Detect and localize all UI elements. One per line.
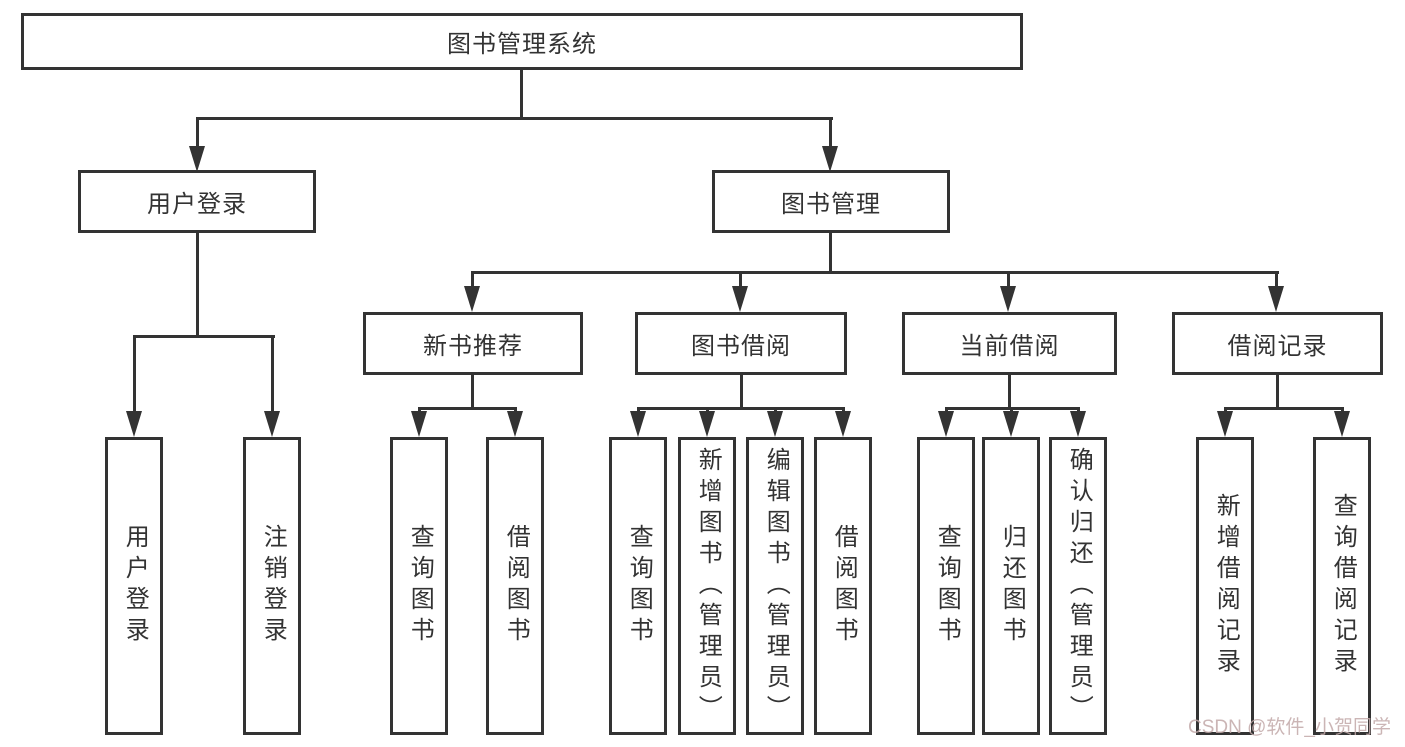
leaf-node-borrow-books: 借阅图书	[814, 437, 872, 735]
connector-line	[133, 335, 136, 415]
connector-line	[739, 271, 742, 290]
leaf-label: 注销登录	[259, 524, 287, 648]
node-label: 借阅记录	[1227, 333, 1328, 360]
leaf-label: 查询图书	[625, 524, 653, 648]
leaf-node-return-books: 归还图书	[982, 437, 1040, 735]
node-current-borrowing: 当前借阅	[902, 312, 1117, 375]
arrowhead-down-icon	[767, 411, 783, 437]
arrowhead-down-icon	[732, 286, 748, 312]
arrowhead-down-icon	[1334, 411, 1350, 437]
leaf-node-query-borrow-record: 查询借阅记录	[1313, 437, 1371, 735]
connector-line	[471, 271, 1279, 274]
arrowhead-down-icon	[938, 411, 954, 437]
leaf-label: 归还图书	[998, 524, 1026, 648]
leaf-label: 查询借阅记录	[1329, 493, 1357, 679]
connector-line	[418, 407, 517, 410]
arrowhead-down-icon	[1217, 411, 1233, 437]
arrowhead-down-icon	[822, 146, 838, 172]
node-book-management: 图书管理	[712, 170, 950, 233]
leaf-node-borrow-books-recommend: 借阅图书	[486, 437, 544, 735]
connector-line	[471, 375, 474, 410]
node-root-library-system: 图书管理系统	[21, 13, 1023, 70]
leaf-label: 新增借阅记录	[1212, 493, 1240, 679]
arrowhead-down-icon	[1268, 286, 1284, 312]
node-label: 用户登录	[147, 191, 247, 218]
leaf-node-add-borrow-record: 新增借阅记录	[1196, 437, 1254, 735]
node-label: 图书管理	[781, 191, 881, 218]
connector-line	[196, 233, 199, 336]
arrowhead-down-icon	[189, 146, 205, 172]
connector-line	[1275, 271, 1278, 290]
node-new-book-recommend: 新书推荐	[363, 312, 583, 375]
node-label: 新书推荐	[423, 333, 523, 360]
leaf-label: 查询图书	[933, 524, 961, 648]
leaf-node-confirm-return-admin: 确认归还（管理员）	[1049, 437, 1107, 735]
connector-line	[829, 233, 832, 272]
connector-line	[637, 407, 845, 410]
leaf-node-logout: 注销登录	[243, 437, 301, 735]
leaf-node-query-books-borrowing: 查询图书	[609, 437, 667, 735]
connector-line	[196, 117, 199, 151]
node-label: 图书管理系统	[447, 31, 597, 58]
connector-line	[740, 375, 743, 410]
arrowhead-down-icon	[126, 411, 142, 437]
arrowhead-down-icon	[464, 286, 480, 312]
arrowhead-down-icon	[1000, 286, 1016, 312]
arrowhead-down-icon	[1003, 411, 1019, 437]
leaf-label: 借阅图书	[502, 524, 530, 648]
node-label: 图书借阅	[691, 333, 791, 360]
arrowhead-down-icon	[1070, 411, 1086, 437]
arrowhead-down-icon	[264, 411, 280, 437]
node-user-login: 用户登录	[78, 170, 316, 233]
connector-line	[1276, 375, 1279, 410]
node-book-borrowing: 图书借阅	[635, 312, 847, 375]
leaf-node-edit-books-admin: 编辑图书（管理员）	[746, 437, 804, 735]
connector-line	[133, 335, 275, 338]
leaf-label: 新增图书（管理员）	[694, 446, 722, 726]
connector-line	[1007, 271, 1010, 290]
leaf-label: 查询图书	[406, 524, 434, 648]
leaf-label: 编辑图书（管理员）	[762, 446, 790, 726]
leaf-node-query-books-current: 查询图书	[917, 437, 975, 735]
arrowhead-down-icon	[835, 411, 851, 437]
leaf-node-query-books-recommend: 查询图书	[390, 437, 448, 735]
node-label: 当前借阅	[959, 333, 1060, 360]
connector-line	[520, 69, 523, 120]
connector-line	[1224, 407, 1344, 410]
arrowhead-down-icon	[507, 411, 523, 437]
node-borrowing-records: 借阅记录	[1172, 312, 1383, 375]
leaf-label: 借阅图书	[830, 524, 858, 648]
leaf-label: 用户登录	[121, 524, 149, 648]
arrowhead-down-icon	[411, 411, 427, 437]
connector-line	[271, 335, 274, 415]
csdn-watermark: CSDN @软件_小贺同学	[1188, 717, 1391, 738]
leaf-node-add-books-admin: 新增图书（管理员）	[678, 437, 736, 735]
arrowhead-down-icon	[630, 411, 646, 437]
connector-line	[471, 271, 474, 290]
leaf-node-user-login: 用户登录	[105, 437, 163, 735]
leaf-label: 确认归还（管理员）	[1065, 446, 1093, 726]
arrowhead-down-icon	[699, 411, 715, 437]
connector-line	[196, 117, 833, 120]
connector-line	[1008, 375, 1011, 410]
connector-line	[829, 117, 832, 151]
